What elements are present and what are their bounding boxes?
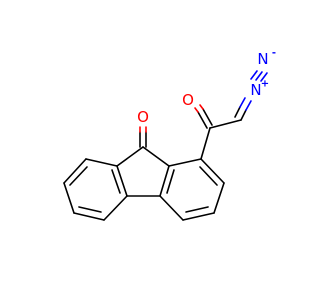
bond-c6-c5-inner bbox=[78, 206, 102, 213]
ketone-group: O bbox=[137, 108, 149, 148]
bond-c4-c4a bbox=[159, 195, 184, 221]
diazo-nitrogen-inner-charge: + bbox=[261, 79, 269, 90]
diazoacetyl-group: O N + N - bbox=[182, 48, 276, 160]
bond-c8-c7 bbox=[63, 158, 87, 184]
bond-ch-n-a-blue bbox=[245, 100, 252, 111]
bond-cacyl-o-right bbox=[202, 108, 213, 126]
ketone-oxygen-label: O bbox=[137, 108, 149, 126]
bond-c4b-c8a bbox=[116, 165, 128, 197]
acyl-oxygen-label: O bbox=[182, 91, 194, 109]
five-membered-ring bbox=[116, 146, 170, 197]
bond-c4a-c9a-inner bbox=[166, 169, 175, 194]
bond-c9a-c4a bbox=[159, 165, 170, 197]
bond-n-n-1 bbox=[250, 70, 258, 80]
bond-c8-c7-inner bbox=[69, 166, 88, 186]
bond-c9a-c1 bbox=[168, 158, 202, 167]
bond-cacyl-o-left bbox=[197, 111, 208, 129]
bond-c3-c4-inner bbox=[185, 206, 209, 213]
diazo-nitrogen-inner-label: N bbox=[250, 81, 261, 99]
bond-c6-c5 bbox=[73, 212, 105, 221]
bond-cacyl-o-right-red bbox=[199, 104, 204, 110]
bond-c1-c2-inner bbox=[199, 166, 218, 186]
left-benzene-ring bbox=[63, 158, 128, 221]
bond-ch-n-b-blue bbox=[239, 97, 246, 108]
bond-c2-c3 bbox=[213, 182, 225, 214]
bond-c8a-c8 bbox=[85, 158, 118, 167]
bond-c4b-c8a-inner bbox=[111, 169, 121, 194]
molecule-structure: O O N + N - bbox=[63, 48, 276, 221]
bond-c5-c4b bbox=[103, 195, 128, 221]
right-benzene-ring bbox=[159, 158, 225, 221]
bond-ch-n-b bbox=[234, 106, 241, 118]
bond-n-n-2 bbox=[255, 71, 263, 81]
bond-cacyl-o-left-red bbox=[194, 107, 199, 113]
bond-c1-c2 bbox=[200, 158, 225, 184]
bond-c3-c4 bbox=[182, 212, 215, 221]
bond-n-n-3 bbox=[260, 72, 268, 82]
diazo-nitrogen-outer-label: N bbox=[257, 50, 268, 68]
bond-c8a-c9 bbox=[116, 146, 144, 167]
bond-ch-n-a bbox=[240, 109, 247, 121]
bond-c9-c9a bbox=[142, 146, 170, 167]
bond-c7-c6 bbox=[63, 182, 75, 214]
bond-c1-cacyl bbox=[200, 127, 211, 160]
diazo-nitrogen-outer-charge: - bbox=[272, 48, 276, 59]
bond-cacyl-ch bbox=[209, 119, 242, 129]
